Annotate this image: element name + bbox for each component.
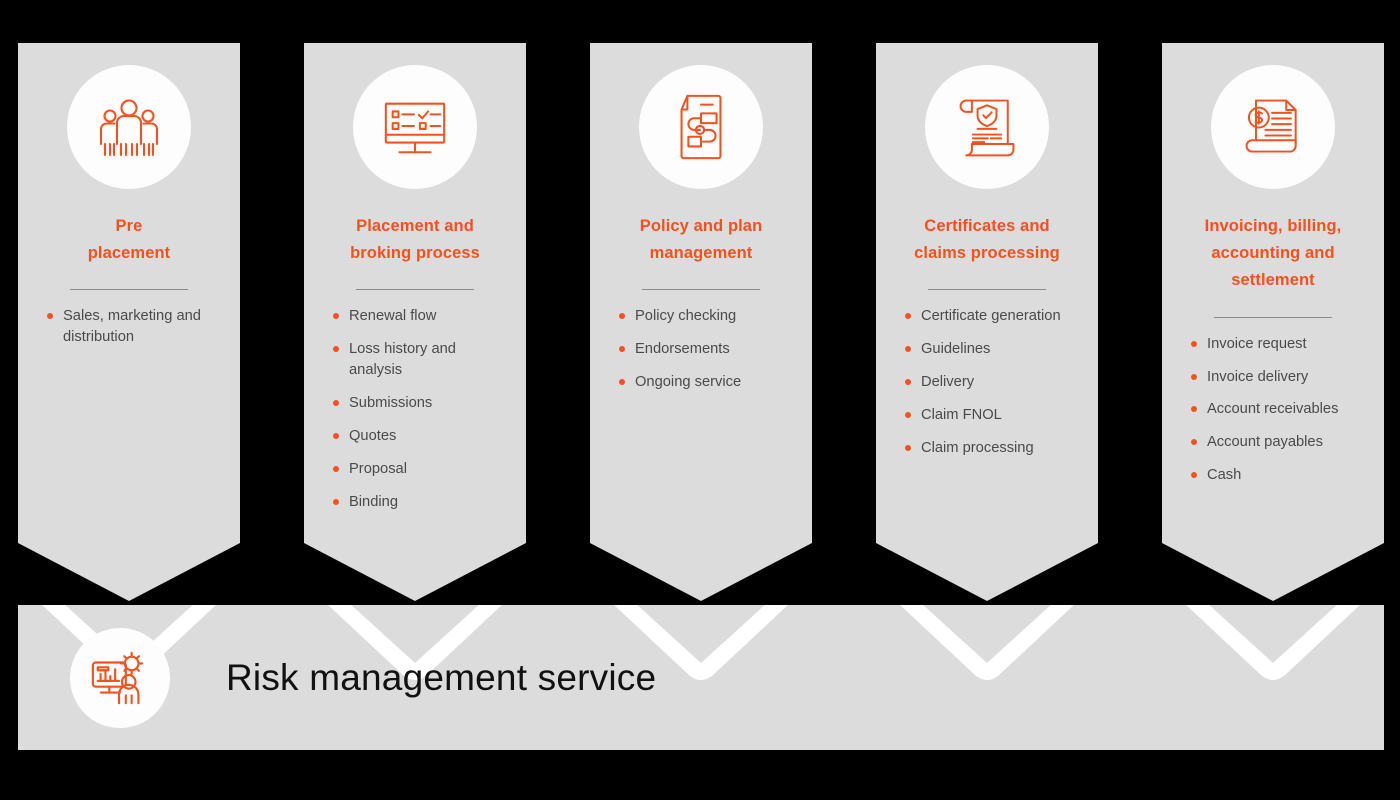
list-item: Invoice request bbox=[1190, 334, 1368, 355]
list-item: Certificate generation bbox=[904, 306, 1082, 327]
list-item: Cash bbox=[1190, 465, 1368, 486]
bullet-list: Renewal flow Loss history and analysis S… bbox=[318, 306, 512, 512]
invoice-dollar-scroll-icon bbox=[1211, 65, 1335, 189]
list-item: Delivery bbox=[904, 372, 1082, 393]
list-item: Invoice delivery bbox=[1190, 367, 1368, 388]
list-item: Claim processing bbox=[904, 438, 1082, 459]
bullet-list: Invoice request Invoice delivery Account… bbox=[1176, 334, 1370, 486]
monitor-checklist-icon bbox=[353, 65, 477, 189]
card-chevron-notch bbox=[18, 543, 240, 605]
divider bbox=[70, 289, 188, 291]
card-chevron-notch bbox=[876, 543, 1098, 605]
card-chevron-notch bbox=[590, 543, 812, 605]
list-item: Account receivables bbox=[1190, 399, 1368, 420]
divider bbox=[642, 289, 760, 291]
card-chevron-notch bbox=[304, 543, 526, 605]
certificate-shield-scroll-icon bbox=[925, 65, 1049, 189]
risk-management-bar: Risk management service bbox=[18, 605, 1384, 750]
card-chevron-notch bbox=[1162, 543, 1384, 605]
bullet-list: Policy checking Endorsements Ongoing ser… bbox=[604, 306, 798, 393]
dashboard-gear-person-icon bbox=[70, 627, 170, 728]
list-item: Claim FNOL bbox=[904, 405, 1082, 426]
list-item: Binding bbox=[332, 492, 510, 513]
bullet-list: Certificate generation Guidelines Delive… bbox=[890, 306, 1084, 458]
list-item: Ongoing service bbox=[618, 372, 796, 393]
footer-title: Risk management service bbox=[226, 656, 657, 698]
document-flowchart-icon bbox=[639, 65, 763, 189]
list-item: Quotes bbox=[332, 426, 510, 447]
bullet-list: Sales, marketing and distribution bbox=[32, 306, 226, 348]
divider bbox=[928, 289, 1046, 291]
list-item: Endorsements bbox=[618, 339, 796, 360]
list-item: Loss history and analysis bbox=[332, 339, 510, 381]
list-item: Submissions bbox=[332, 393, 510, 414]
list-item: Renewal flow bbox=[332, 306, 510, 327]
list-item: Guidelines bbox=[904, 339, 1082, 360]
bar-notches bbox=[42, 605, 1360, 680]
divider bbox=[356, 289, 474, 291]
list-item: Sales, marketing and distribution bbox=[46, 306, 224, 348]
list-item: Account payables bbox=[1190, 432, 1368, 453]
list-item: Proposal bbox=[332, 459, 510, 480]
three-people-icon bbox=[67, 65, 191, 189]
list-item: Policy checking bbox=[618, 306, 796, 327]
divider bbox=[1214, 316, 1332, 318]
